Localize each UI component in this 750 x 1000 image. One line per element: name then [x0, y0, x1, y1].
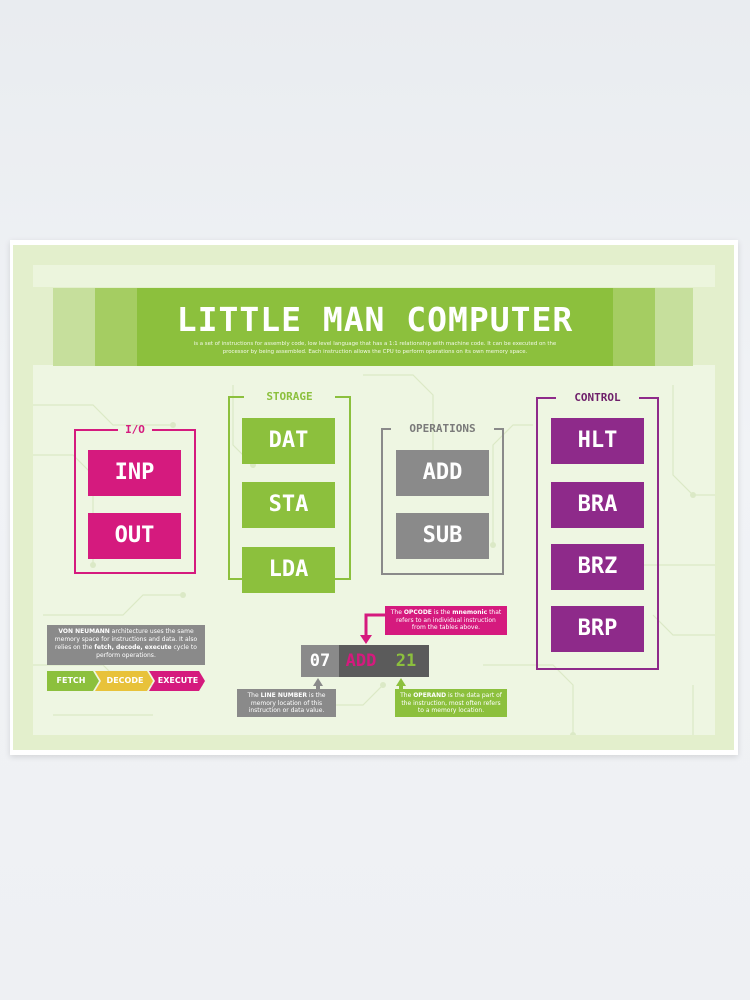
cmd-inp: INP	[88, 450, 181, 496]
line-number-arrow	[313, 678, 323, 686]
cmd-sub: SUB	[396, 513, 489, 559]
cmd-add: ADD	[396, 450, 489, 496]
cmd-dat: DAT	[242, 418, 335, 464]
title-banner: LITTLE MAN COMPUTER is a set of instruct…	[137, 288, 613, 366]
operations-label: OPERATIONS	[409, 422, 476, 435]
poster-subtitle: is a set of instructions for assembly co…	[193, 341, 557, 355]
io-label: I/O	[125, 423, 145, 436]
operand-arrow-stem	[399, 685, 403, 689]
poster: LITTLE MAN COMPUTER is a set of instruct…	[13, 245, 734, 750]
cycle-arrows	[47, 671, 205, 691]
cmd-brz: BRZ	[551, 544, 644, 590]
cmd-out: OUT	[88, 513, 181, 559]
operations-group: OPERATIONS	[381, 422, 504, 575]
von-neumann-note: VON NEUMANN architecture uses the same m…	[47, 625, 205, 665]
control-group: CONTROL	[536, 391, 659, 670]
operand-arrow	[396, 678, 406, 686]
cmd-sta: STA	[242, 482, 335, 528]
cmd-brp: BRP	[551, 606, 644, 652]
line-number-note: The LINE NUMBER is the memory location o…	[237, 689, 336, 717]
example-line-number: 07	[301, 645, 339, 677]
cmd-bra: BRA	[551, 482, 644, 528]
cycle-decode: DECODE	[106, 676, 144, 685]
operand-note: The OPERAND is the data part of the inst…	[395, 689, 507, 717]
line-number-arrow-stem	[316, 685, 320, 689]
control-label: CONTROL	[574, 391, 621, 404]
io-group: I/O	[74, 423, 196, 574]
example-operand: 21	[383, 645, 429, 677]
opcode-note: The OPCODE is the mnemonic that refers t…	[385, 606, 507, 635]
poster-title: LITTLE MAN COMPUTER	[176, 300, 574, 339]
cycle-fetch: FETCH	[56, 676, 86, 685]
cmd-lda: LDA	[242, 547, 335, 593]
cycle-execute: EXECUTE	[157, 676, 199, 685]
example-opcode: ADD	[339, 645, 383, 677]
cmd-hlt: HLT	[551, 418, 644, 464]
top-stripe	[33, 265, 715, 287]
opcode-arrow	[360, 613, 385, 644]
storage-label: STORAGE	[266, 390, 313, 403]
